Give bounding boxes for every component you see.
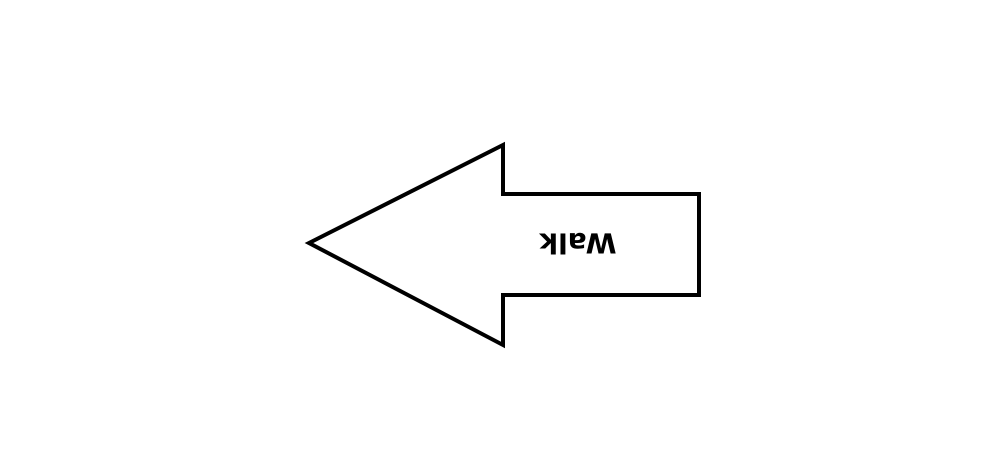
left-arrow: Walk	[304, 141, 701, 349]
arrow-shape	[304, 141, 701, 349]
arrow-label: Walk	[538, 227, 616, 260]
